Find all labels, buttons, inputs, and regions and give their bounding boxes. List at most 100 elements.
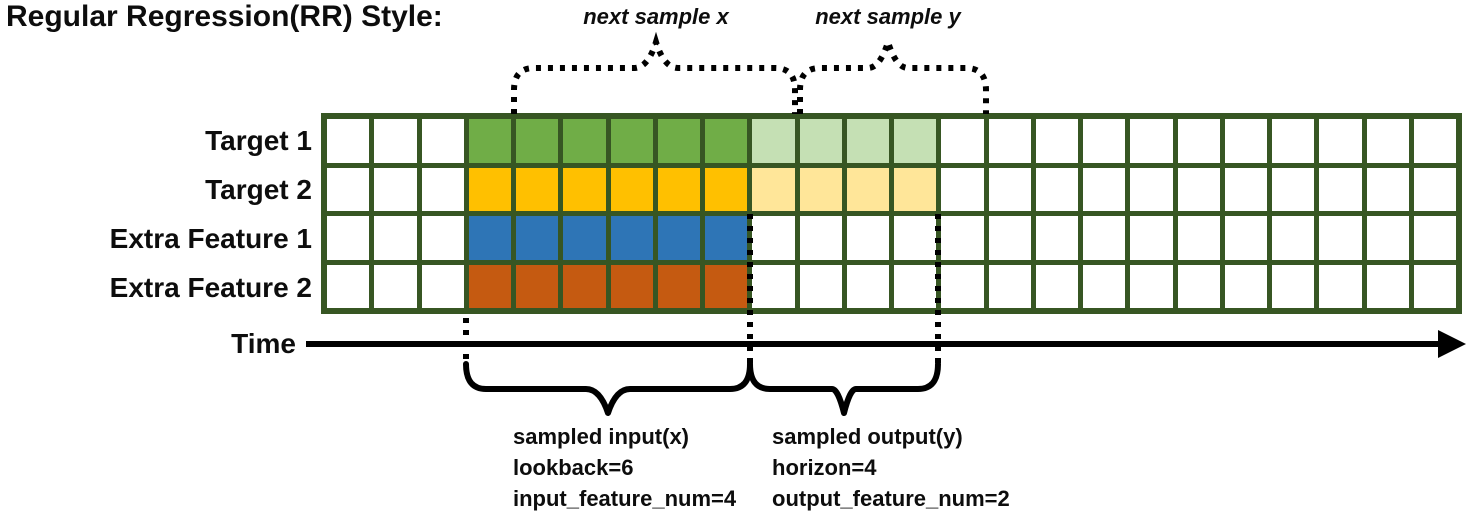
grid-cell xyxy=(1319,119,1362,163)
grid-cell xyxy=(1272,264,1315,308)
grid-cell xyxy=(1224,264,1267,308)
grid-cell xyxy=(516,167,559,211)
grid-cell xyxy=(563,167,606,211)
grid-cell xyxy=(327,119,370,163)
grid-cell xyxy=(799,216,842,260)
grid-cell xyxy=(563,119,606,163)
sample-grid xyxy=(321,113,1462,314)
grid-cell xyxy=(1083,119,1126,163)
grid-cell xyxy=(1272,119,1315,163)
next-sample-y-brace xyxy=(797,31,989,114)
grid-cell xyxy=(799,264,842,308)
grid-cell xyxy=(563,264,606,308)
sampled-output-note: sampled output(y) horizon=4 output_featu… xyxy=(772,421,1010,514)
next-sample-x-label: next sample x xyxy=(583,4,729,29)
grid-cell xyxy=(1035,216,1078,260)
sampled-input-note: sampled input(x) lookback=6 input_featur… xyxy=(513,421,736,514)
grid-cell xyxy=(374,167,417,211)
grid-cell xyxy=(1130,264,1173,308)
grid-cell xyxy=(468,216,511,260)
grid-cell xyxy=(1272,167,1315,211)
grid-cell xyxy=(752,119,795,163)
row-label-target-1: Target 1 xyxy=(205,125,312,156)
row-label-extra-feature-1: Extra Feature 1 xyxy=(109,223,312,254)
grid-cell xyxy=(327,264,370,308)
grid-cell xyxy=(516,216,559,260)
next-sample-x-brace xyxy=(511,31,798,114)
grid-cell xyxy=(1413,119,1456,163)
grid-cell xyxy=(1035,119,1078,163)
grid-cell xyxy=(563,216,606,260)
grid-cell xyxy=(610,119,653,163)
grid-cell xyxy=(705,216,748,260)
grid-cell xyxy=(846,264,889,308)
grid-cell xyxy=(657,119,700,163)
grid-cell xyxy=(1130,119,1173,163)
grid-cell xyxy=(1272,216,1315,260)
grid-cell xyxy=(421,216,464,260)
grid-cell xyxy=(374,119,417,163)
grid-cell xyxy=(516,119,559,163)
grid-cell xyxy=(894,119,937,163)
time-arrow xyxy=(306,330,1466,358)
grid-cell xyxy=(705,264,748,308)
sampled-input-title: sampled input(x) xyxy=(513,424,690,449)
grid-cell xyxy=(941,264,984,308)
grid-cell xyxy=(1083,216,1126,260)
grid-cell xyxy=(846,216,889,260)
sampled-output-brace xyxy=(747,361,941,416)
grid-cell xyxy=(657,167,700,211)
grid-cell xyxy=(421,264,464,308)
grid-cell xyxy=(610,167,653,211)
grid-cell xyxy=(1177,264,1220,308)
grid-cell xyxy=(1413,216,1456,260)
grid-cell xyxy=(1083,167,1126,211)
grid-cell xyxy=(799,119,842,163)
grid-cell xyxy=(1130,167,1173,211)
grid-cell xyxy=(988,216,1031,260)
grid-cell xyxy=(1035,167,1078,211)
sampled-output-title: sampled output(y) xyxy=(772,424,963,449)
grid-cell xyxy=(988,264,1031,308)
grid-cell xyxy=(1319,167,1362,211)
grid-cell xyxy=(705,167,748,211)
grid-cell xyxy=(327,167,370,211)
grid-cell xyxy=(1366,216,1409,260)
grid-cell xyxy=(1224,119,1267,163)
page-title: Regular Regression(RR) Style: xyxy=(6,0,443,33)
grid-cell xyxy=(941,167,984,211)
grid-cell xyxy=(894,167,937,211)
grid-cell xyxy=(705,119,748,163)
grid-cell xyxy=(894,264,937,308)
grid-cell xyxy=(468,119,511,163)
horizon-value: horizon=4 xyxy=(772,455,877,480)
grid-cell xyxy=(1177,167,1220,211)
grid-cell xyxy=(752,264,795,308)
grid-cell xyxy=(610,264,653,308)
grid-cell xyxy=(610,216,653,260)
grid-cell xyxy=(374,264,417,308)
grid-cell xyxy=(799,167,842,211)
row-label-target-2: Target 2 xyxy=(205,174,312,205)
grid-cell xyxy=(1366,264,1409,308)
grid-cell xyxy=(988,119,1031,163)
grid-cell xyxy=(1035,264,1078,308)
grid-cell xyxy=(468,167,511,211)
grid-cell xyxy=(327,216,370,260)
time-label: Time xyxy=(231,328,296,359)
lookback-value: lookback=6 xyxy=(513,455,634,480)
grid-cell xyxy=(846,119,889,163)
grid-cell xyxy=(1224,216,1267,260)
grid-cell xyxy=(752,216,795,260)
grid-cell xyxy=(752,167,795,211)
grid-cell xyxy=(1366,167,1409,211)
grid-cell xyxy=(941,119,984,163)
grid-cell xyxy=(657,216,700,260)
grid-cell xyxy=(1083,264,1126,308)
grid-cell xyxy=(1177,216,1220,260)
output-feature-num-value: output_feature_num=2 xyxy=(772,486,1010,511)
grid-cell xyxy=(468,264,511,308)
grid-cell xyxy=(1130,216,1173,260)
next-sample-y-label: next sample y xyxy=(815,4,961,29)
